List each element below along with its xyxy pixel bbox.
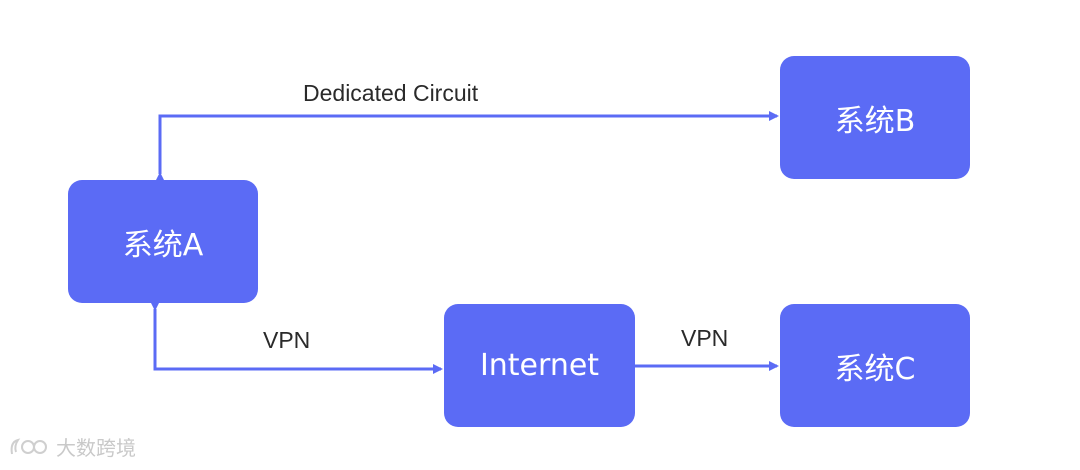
node-system-c-label: 系统C bbox=[834, 351, 916, 387]
node-system-a: 系统A bbox=[68, 180, 258, 303]
node-internet: Internet bbox=[444, 304, 635, 427]
edge-label-dedicated-circuit: Dedicated Circuit bbox=[303, 80, 479, 106]
node-system-b: 系统B bbox=[780, 56, 970, 179]
watermark-text: 大数跨境 bbox=[56, 436, 136, 460]
edge-label-vpn-a-internet: VPN bbox=[263, 327, 311, 353]
watermark-logo-icon bbox=[10, 437, 47, 454]
connector-a-b bbox=[155, 111, 779, 182]
connector-a-internet bbox=[150, 301, 443, 374]
node-system-c: 系统C bbox=[780, 304, 970, 427]
node-system-a-label: 系统A bbox=[122, 227, 204, 263]
node-system-b-label: 系统B bbox=[834, 103, 916, 139]
watermark: 大数跨境 bbox=[8, 432, 136, 461]
node-internet-label: Internet bbox=[479, 348, 600, 383]
edge-label-vpn-internet-c: VPN bbox=[681, 325, 729, 351]
